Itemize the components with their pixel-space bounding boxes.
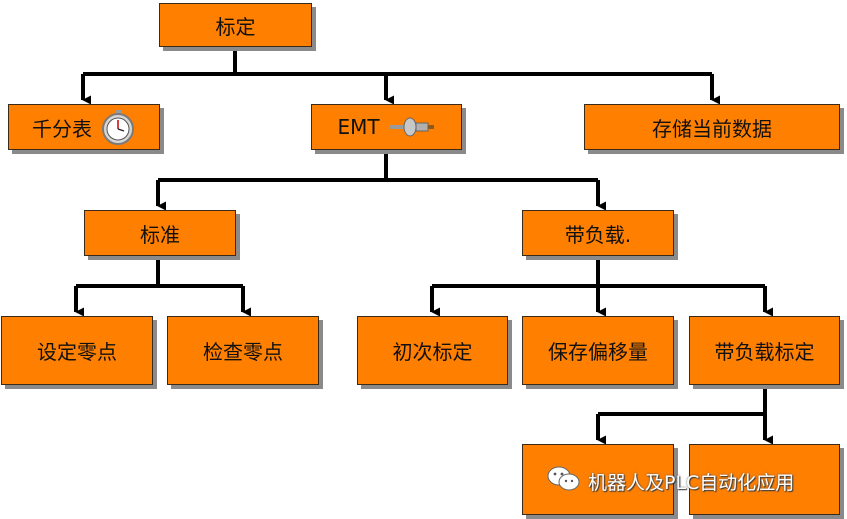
stopwatch-icon — [100, 109, 136, 145]
node-bottom-right-label: … — [754, 467, 775, 492]
node-standard: 标准 — [84, 210, 236, 256]
node-set-zero: 设定零点 — [1, 316, 153, 385]
emt-probe-icon — [388, 116, 436, 138]
node-emt: EMT — [311, 104, 462, 150]
node-dial-gauge-label: 千分表 — [32, 116, 92, 141]
node-with-load: 带负载. — [522, 210, 674, 256]
node-load-calibration-label: 带负载标定 — [714, 340, 815, 364]
node-bottom-left-label: … — [588, 467, 608, 492]
node-calibration-label: 标定 — [215, 14, 256, 39]
node-set-zero-label: 设定零点 — [37, 340, 117, 364]
node-bottom-right: … — [689, 444, 840, 515]
wechat-icon — [546, 465, 582, 498]
node-save-offset: 保存偏移量 — [522, 316, 674, 385]
node-initial-calibration-label: 初次标定 — [392, 340, 473, 364]
node-check-zero: 检查零点 — [167, 316, 319, 385]
node-load-calibration: 带负载标定 — [689, 316, 840, 385]
node-bottom-left: … — [522, 444, 674, 515]
node-store-current-data-label: 存储当前数据 — [652, 116, 772, 141]
watermark-text: 机器人及PLC自动化应用 — [588, 471, 795, 494]
node-standard-label: 标准 — [140, 222, 180, 247]
watermark: 机器人及PLC自动化应用 — [546, 466, 794, 496]
node-dial-gauge: 千分表 — [8, 104, 160, 150]
node-with-load-label: 带负载. — [564, 222, 632, 247]
node-initial-calibration: 初次标定 — [357, 316, 508, 385]
node-calibration: 标定 — [159, 3, 312, 47]
node-emt-label: EMT — [337, 115, 380, 139]
node-store-current-data: 存储当前数据 — [584, 104, 840, 150]
node-save-offset-label: 保存偏移量 — [548, 340, 648, 364]
node-check-zero-label: 检查零点 — [203, 340, 283, 364]
